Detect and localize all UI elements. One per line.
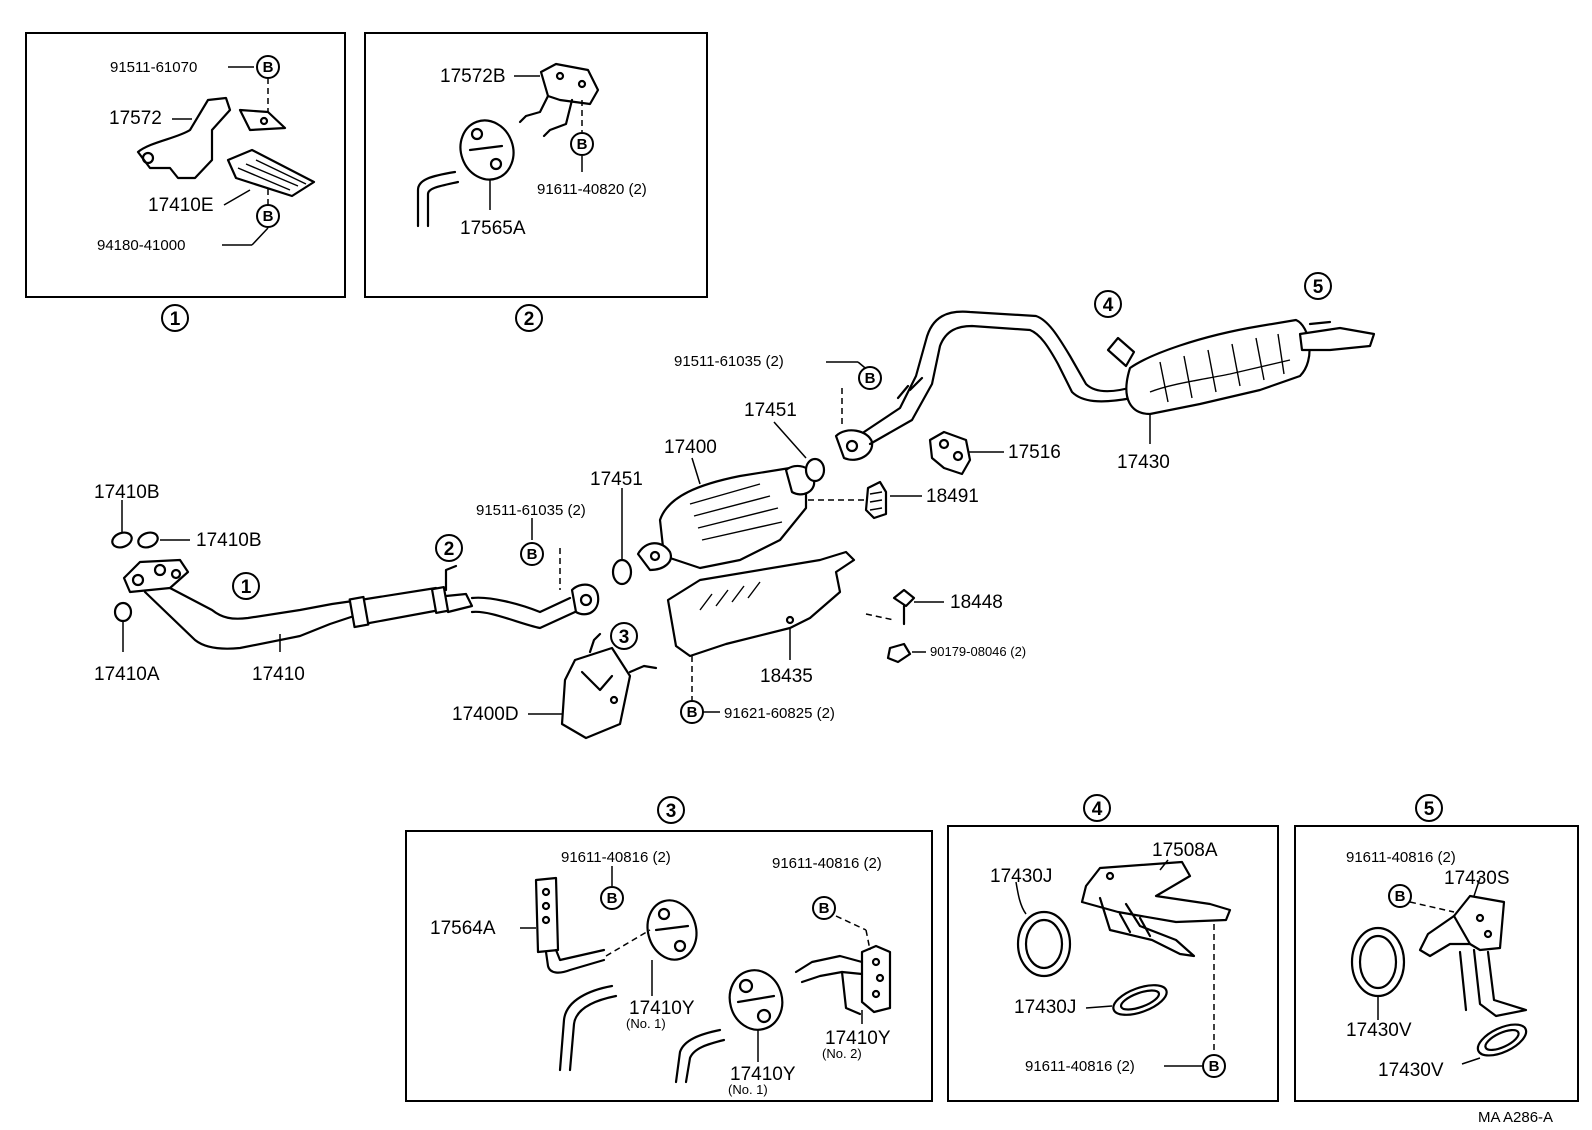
part-label: 94180-41000 xyxy=(97,237,185,254)
part-label: 17565A xyxy=(460,218,526,239)
section-number-4-label: 4 xyxy=(1092,799,1103,820)
bolt-symbol-label: B xyxy=(607,890,618,907)
callout-2 xyxy=(435,534,463,562)
section-number-2 xyxy=(515,304,543,332)
bolt-symbol-icon xyxy=(1388,884,1412,908)
callout-5 xyxy=(1304,272,1332,300)
part-label: 91611-40816 (2) xyxy=(561,849,671,866)
callout-5-label: 5 xyxy=(1313,277,1324,298)
bolt-symbol-icon xyxy=(600,886,624,910)
detail-box-3: B B 91611-40816 (2) 91611-40816 (2) 1756… xyxy=(405,830,933,1102)
bolt-symbol-label: B xyxy=(819,900,830,917)
bolt-symbol-icon xyxy=(256,55,280,79)
part-label: 91511-61035 (2) xyxy=(476,502,586,519)
part-label: 17572 xyxy=(109,108,162,129)
main-assembly: B B xyxy=(111,310,1376,740)
bolt-symbol-icon xyxy=(858,366,882,390)
callout-3-label: 3 xyxy=(619,627,630,648)
section-number-5 xyxy=(1415,794,1443,822)
part-label: 18435 xyxy=(760,666,813,687)
section-number-3 xyxy=(657,796,685,824)
detail-box-4: B 17508A 17430J 17430J 91611-40816 (2) xyxy=(947,825,1279,1102)
part-label: 17564A xyxy=(430,918,496,939)
part-label: 17410B xyxy=(196,530,262,551)
bolt-symbol-label: B xyxy=(1209,1058,1220,1075)
part-label: 17430V xyxy=(1346,1020,1412,1041)
diagram-code: MA A286-A xyxy=(1478,1109,1553,1126)
part-label: 91611-40820 (2) xyxy=(537,181,647,198)
callout-1 xyxy=(232,572,260,600)
part-label: 17410Y xyxy=(825,1028,891,1049)
part-label: 17410Y xyxy=(629,998,695,1019)
detail-box-2: B 17572B 91611-40820 (2) 17565A xyxy=(364,32,708,298)
section-number-1 xyxy=(161,304,189,332)
part-label: 17508A xyxy=(1152,840,1218,861)
detail-box-5: B 91611-40816 (2) 17430S 17430V 17430V xyxy=(1294,825,1579,1102)
bolt-symbol-label: B xyxy=(687,704,698,721)
part-label-note: (No. 2) xyxy=(822,1046,862,1061)
part-label: 17516 xyxy=(1008,442,1061,463)
part-label: 17430J xyxy=(1014,997,1076,1018)
bolt-symbol-icon xyxy=(520,542,544,566)
detail-box-1: B B 91511-61070 17572 17410E 94180-41000 xyxy=(25,32,346,298)
part-label: 91611-40816 (2) xyxy=(1025,1058,1135,1075)
part-label: 17430 xyxy=(1117,452,1170,473)
part-label: 17410B xyxy=(94,482,160,503)
part-label: 17430S xyxy=(1444,868,1510,889)
section-number-5-label: 5 xyxy=(1424,799,1435,820)
bolt-symbol-label: B xyxy=(263,208,274,225)
callout-1-label: 1 xyxy=(241,577,252,598)
part-label: 17430V xyxy=(1378,1060,1444,1081)
part-label-note: (No. 1) xyxy=(728,1082,768,1097)
part-label: 18448 xyxy=(950,592,1003,613)
bolt-symbol-label: B xyxy=(1395,888,1406,905)
section-number-1-label: 1 xyxy=(170,309,181,330)
part-label: 17451 xyxy=(590,469,643,490)
bolt-symbol-label: B xyxy=(527,546,538,563)
part-label: 17410E xyxy=(148,195,214,216)
bolt-symbol-label: B xyxy=(865,370,876,387)
part-label: 17400 xyxy=(664,437,717,458)
part-label-note: (No. 1) xyxy=(626,1016,666,1031)
section-number-2-label: 2 xyxy=(524,309,535,330)
part-label: 17451 xyxy=(744,400,797,421)
callout-3 xyxy=(610,622,638,650)
bolt-symbol-icon xyxy=(1202,1054,1226,1078)
part-label: 91511-61035 (2) xyxy=(674,353,784,370)
part-label: 17572B xyxy=(440,66,506,87)
section-number-4 xyxy=(1083,794,1111,822)
bolt-symbol-icon xyxy=(570,132,594,156)
part-label: 17430J xyxy=(990,866,1052,887)
part-label: 91621-60825 (2) xyxy=(724,705,835,722)
part-label: 90179-08046 (2) xyxy=(930,644,1026,659)
callout-4-label: 4 xyxy=(1103,295,1114,316)
part-label: 91611-40816 (2) xyxy=(1346,849,1456,866)
part-label: 91511-61070 xyxy=(110,59,197,76)
section-number-3-label: 3 xyxy=(666,801,677,822)
bolt-symbol-icon xyxy=(812,896,836,920)
part-label: 91611-40816 (2) xyxy=(772,855,882,872)
part-label: 17410 xyxy=(252,664,305,685)
part-label: 18491 xyxy=(926,486,979,507)
part-label: 17410Y xyxy=(730,1064,796,1085)
part-label: 17410A xyxy=(94,664,160,685)
bolt-symbol-icon xyxy=(256,204,280,228)
callout-2-label: 2 xyxy=(444,539,455,560)
part-label: 17400D xyxy=(452,704,519,725)
bolt-symbol-label: B xyxy=(263,59,274,76)
callout-4 xyxy=(1094,290,1122,318)
bolt-symbol-label: B xyxy=(577,136,588,153)
